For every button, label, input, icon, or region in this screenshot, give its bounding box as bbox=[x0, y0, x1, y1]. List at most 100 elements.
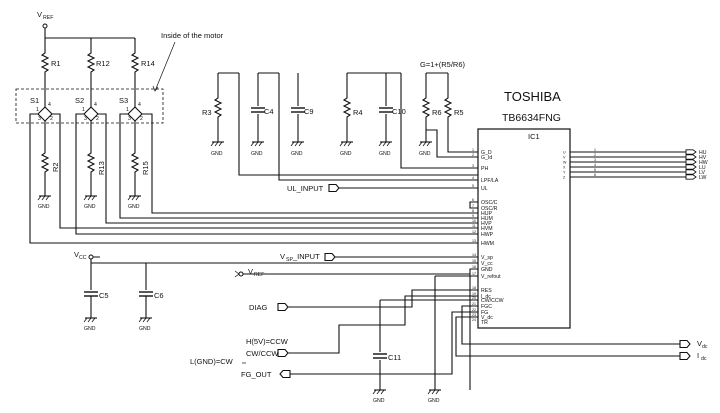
svg-text:CW/CCW: CW/CCW bbox=[246, 349, 279, 358]
label-r1: R1 bbox=[51, 59, 61, 68]
brand-toshiba: TOSHIBA bbox=[504, 89, 561, 104]
ic-pin-number: 20 bbox=[472, 296, 476, 300]
ic-pin-left: HVP bbox=[481, 221, 492, 227]
svg-text:C10: C10 bbox=[392, 107, 406, 116]
ic-pin-right: U bbox=[563, 151, 566, 155]
resistor-r5 bbox=[444, 94, 452, 121]
svg-text:LU: LU bbox=[699, 165, 706, 171]
svg-text:GND: GND bbox=[291, 151, 303, 157]
output-port-lu: LU bbox=[685, 164, 706, 171]
ic-pin-number: 11 bbox=[472, 224, 476, 228]
svg-text:LW: LW bbox=[699, 175, 706, 181]
ic-pin-left: HWP bbox=[481, 232, 494, 238]
svg-text:S1: S1 bbox=[30, 96, 39, 105]
label-r13: R13 bbox=[97, 161, 106, 175]
resistor-r15 bbox=[131, 149, 139, 176]
ic-pin-number: 1 bbox=[472, 148, 474, 152]
idc-output: I dc bbox=[679, 351, 707, 362]
svg-text:GND: GND bbox=[379, 151, 391, 157]
output-port-lw: LW bbox=[685, 174, 706, 181]
ic-pin-number: 10 bbox=[472, 219, 476, 223]
ic-pin-left: G_Id bbox=[481, 155, 492, 161]
resistor-r13 bbox=[87, 149, 95, 176]
ic-pin-left: FGC bbox=[481, 304, 492, 310]
ic-pin-number: 21 bbox=[472, 302, 476, 306]
resistor-r12 bbox=[87, 49, 95, 76]
svg-text:C5: C5 bbox=[99, 291, 109, 300]
svg-text:GND: GND bbox=[128, 204, 140, 210]
ic-pin-right: V bbox=[563, 156, 566, 160]
ic-pin-right: Z bbox=[563, 176, 566, 180]
svg-text:GND: GND bbox=[84, 204, 96, 210]
ic-pin-number: 9 bbox=[472, 214, 474, 218]
svg-text:GND: GND bbox=[211, 151, 223, 157]
svg-text:SP: SP bbox=[286, 257, 293, 263]
output-pin-number: 3 bbox=[594, 158, 596, 162]
ic-pin-left: LPF/LA bbox=[481, 178, 499, 184]
resistor-r14 bbox=[131, 49, 139, 76]
resistor-r1 bbox=[41, 49, 49, 76]
svg-text:GND: GND bbox=[38, 204, 50, 210]
svg-text:V: V bbox=[248, 267, 253, 276]
note-low-cw: L(GND)=CW bbox=[190, 357, 234, 366]
svg-text:3: 3 bbox=[38, 116, 41, 122]
svg-text:DIAG: DIAG bbox=[249, 303, 268, 312]
ic-pin-number: 8 bbox=[472, 209, 474, 213]
svg-text:_INPUT: _INPUT bbox=[292, 252, 320, 261]
motor-boundary bbox=[15, 88, 164, 124]
ic-pin-left: TR bbox=[481, 320, 488, 326]
svg-text:LV: LV bbox=[699, 170, 705, 176]
diag-port: DIAG bbox=[249, 289, 478, 312]
svg-text:2: 2 bbox=[140, 116, 143, 122]
svg-text:GND: GND bbox=[428, 398, 440, 404]
ic-pin-left: OSC/R bbox=[481, 206, 498, 212]
hall-sensor-s3: S3 1 4 3 2 bbox=[119, 96, 143, 122]
ic-pin-number: 2 bbox=[472, 153, 474, 157]
ic-pin-number: 18 bbox=[472, 286, 476, 290]
output-port-lv: LV bbox=[685, 169, 705, 176]
svg-text:C4: C4 bbox=[264, 107, 274, 116]
capacitor-c4 bbox=[250, 107, 266, 113]
svg-text:C6: C6 bbox=[154, 291, 164, 300]
ic-pin-left: V_refout bbox=[481, 274, 501, 280]
ic-pin-number: 12 bbox=[472, 230, 476, 234]
svg-text:IC1: IC1 bbox=[528, 132, 540, 141]
ic-pin-left: PH bbox=[481, 166, 488, 172]
ic-pin-left: FG bbox=[481, 310, 488, 316]
svg-text:1: 1 bbox=[82, 107, 85, 113]
ic-pin-right: Y bbox=[563, 171, 566, 175]
svg-text:V: V bbox=[74, 250, 79, 259]
ic-pin-number: 15 bbox=[472, 259, 476, 263]
ic-pin-left: HUM bbox=[481, 216, 493, 222]
output-pin-number: 5 bbox=[594, 168, 596, 172]
output-port-hv: HV bbox=[685, 154, 707, 161]
svg-text:C9: C9 bbox=[304, 107, 314, 116]
capacitor-c10 bbox=[378, 107, 394, 113]
ic-pin-left: OSC/C bbox=[481, 200, 498, 206]
output-pin-number: 6 bbox=[594, 173, 596, 177]
ic-pin-number: 22 bbox=[472, 308, 476, 312]
ic-pin-number: 6 bbox=[472, 198, 474, 202]
label-r15: R15 bbox=[141, 161, 150, 175]
svg-text:V: V bbox=[697, 339, 702, 348]
svg-text:dc: dc bbox=[702, 344, 708, 350]
ic-pin-left: G_D bbox=[481, 150, 492, 156]
resistor-r2 bbox=[41, 149, 49, 176]
svg-text:HU: HU bbox=[699, 150, 707, 156]
svg-text:UL_INPUT: UL_INPUT bbox=[287, 184, 324, 193]
cw-ccw-port: CW/CCW bbox=[246, 295, 478, 358]
ic-pin-number: 5 bbox=[472, 184, 474, 188]
svg-text:4: 4 bbox=[48, 102, 51, 108]
label-r2: R2 bbox=[51, 162, 60, 172]
svg-text:GND: GND bbox=[84, 326, 96, 332]
ic-pin-left: V_sp bbox=[481, 255, 493, 261]
ic-pin-number: 3 bbox=[472, 164, 474, 168]
svg-text:V: V bbox=[280, 252, 285, 261]
label-r14: R14 bbox=[141, 59, 155, 68]
resistor-r6 bbox=[422, 94, 430, 121]
fg-out-port: FG_OUT bbox=[241, 311, 478, 379]
motor-label: Inside of the motor bbox=[161, 31, 224, 40]
ic-pin-right: W bbox=[563, 161, 567, 165]
resistor-r4 bbox=[343, 94, 351, 121]
